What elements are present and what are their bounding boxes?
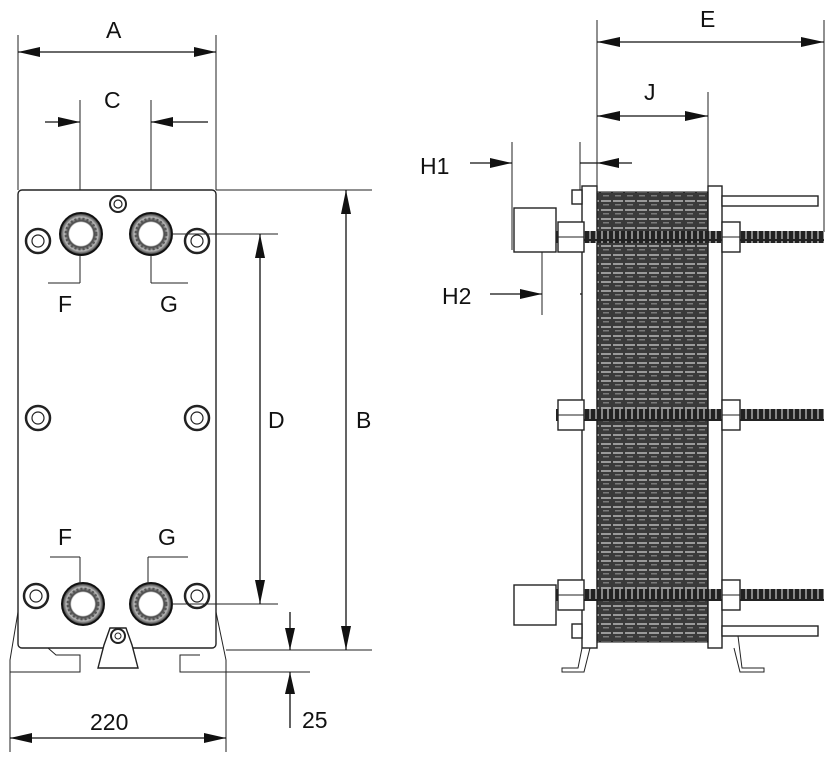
dimension-25: 25 [226, 612, 328, 733]
label-220: 220 [90, 709, 128, 735]
dimension-d: D [172, 233, 285, 605]
upper-guide-bar [721, 195, 819, 207]
port-g-bottom [129, 582, 173, 626]
label-f-bottom: F [58, 524, 72, 550]
right-foot [179, 611, 227, 673]
bottom-bracket [97, 627, 139, 669]
dimension-a: A [18, 17, 216, 57]
label-25: 25 [302, 707, 328, 733]
label-e: E [700, 6, 715, 32]
dimension-e: E [596, 6, 825, 232]
port-f-bottom [61, 582, 105, 626]
label-g-top: G [160, 291, 178, 317]
label-a: A [106, 17, 122, 43]
label-d: D [268, 407, 285, 433]
label-g-bottom: G [158, 524, 176, 550]
dimension-b: B [216, 189, 372, 651]
label-j: J [644, 79, 656, 105]
front-view: A C [9, 17, 372, 752]
port-f-top [59, 212, 103, 256]
lower-guide-bar [721, 625, 819, 637]
label-c: C [104, 87, 121, 113]
side-view: E J H1 H2 [420, 6, 825, 673]
frame-bolts [22, 227, 211, 610]
dimension-j: J [597, 79, 709, 188]
side-foot-right [733, 635, 765, 673]
dimension-220: 220 [9, 672, 227, 752]
dimension-h1: H1 [420, 142, 632, 250]
label-h2: H2 [442, 283, 471, 309]
left-foot [9, 611, 81, 673]
label-h1: H1 [420, 153, 449, 179]
side-foot-left [561, 647, 591, 673]
tie-bolts [556, 189, 824, 639]
nozzle-top [513, 207, 557, 253]
label-b: B [356, 407, 371, 433]
port-g-top [129, 212, 173, 256]
dimension-c: C [45, 87, 208, 252]
label-f-top: F [58, 291, 72, 317]
nozzle-bottom [513, 584, 557, 626]
